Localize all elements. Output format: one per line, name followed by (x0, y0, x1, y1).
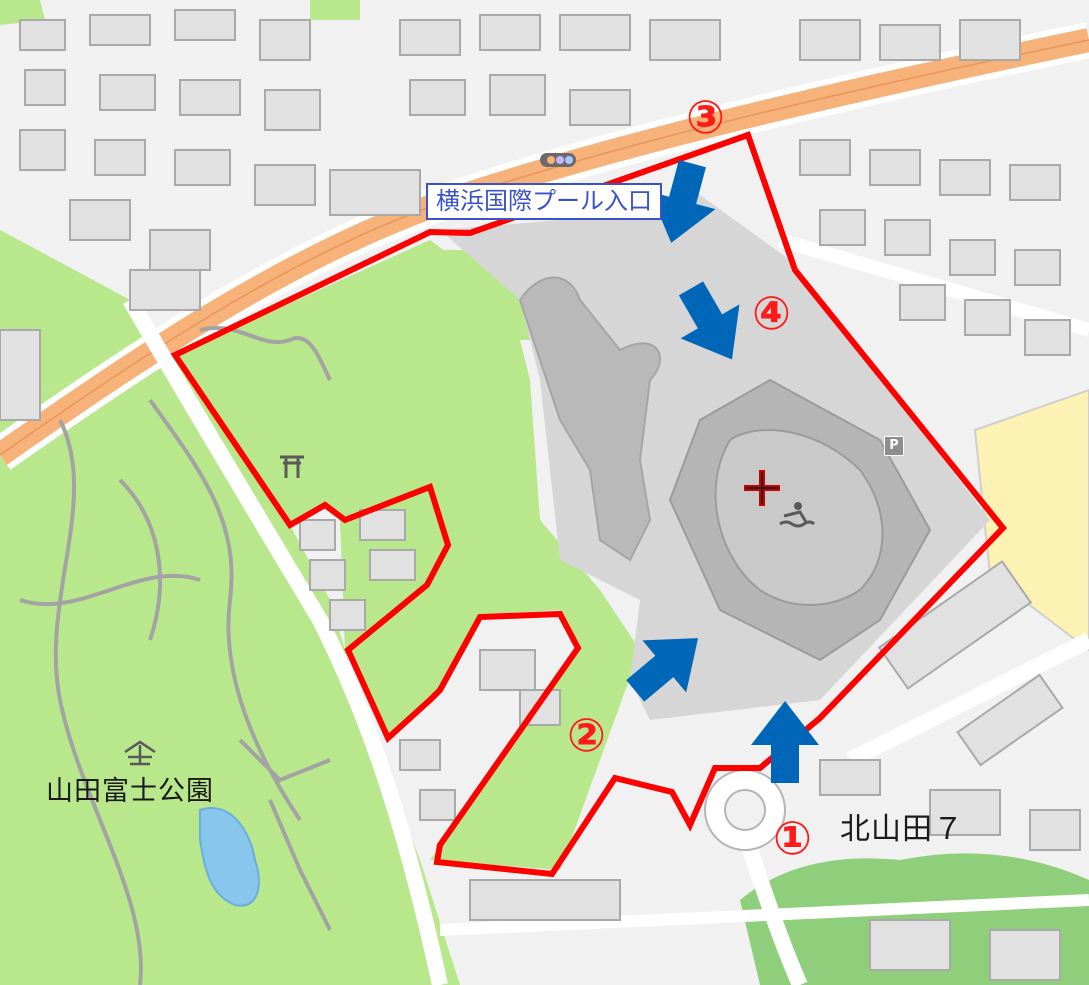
arrow-entrance-1 (751, 701, 819, 783)
district-label: 北山田７ (840, 812, 964, 847)
arrow-entrance-2 (626, 638, 699, 702)
station-label[interactable]: 横浜国際プール入口 (426, 183, 662, 220)
shrine-icon (280, 455, 304, 478)
bus-stop-icon (540, 153, 576, 167)
entrance-2-label: ② (567, 708, 606, 762)
facility-boundary (170, 131, 1007, 878)
park-label: 山田富士公園 (46, 776, 214, 807)
red-cross-marker-icon (744, 470, 780, 506)
pool-facility (440, 195, 990, 720)
park-paths (19, 326, 332, 985)
buildings (0, 9, 1081, 981)
pool-icon (779, 502, 816, 528)
pond (199, 807, 260, 907)
access-arrows (626, 160, 819, 783)
entrance-4-label: ④ (752, 286, 791, 340)
entrance-3-label: ③ (686, 90, 725, 144)
entrance-1-label: ① (773, 811, 812, 865)
parking-icon: P (884, 436, 904, 456)
arrow-entrance-3 (649, 160, 716, 243)
arrow-entrance-4 (678, 281, 740, 360)
park-icon (124, 740, 156, 766)
